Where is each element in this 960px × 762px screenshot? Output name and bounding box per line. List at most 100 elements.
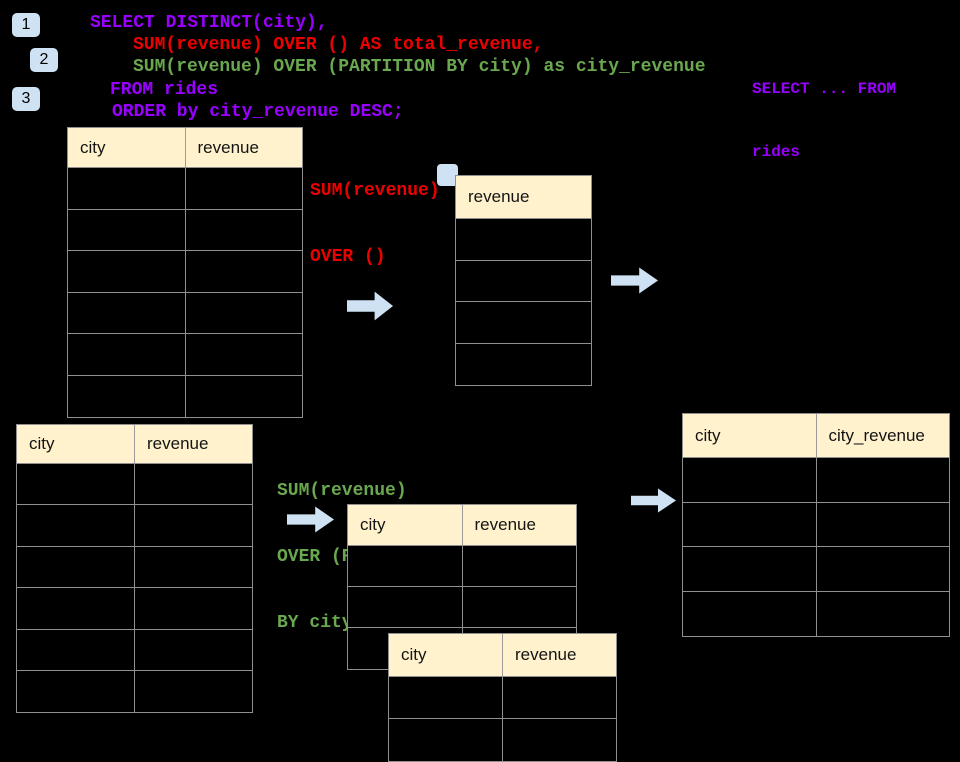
table-cell — [134, 464, 252, 505]
table-cell — [456, 302, 591, 343]
table-cell — [184, 375, 303, 417]
table-cell — [134, 546, 252, 588]
table-cell — [389, 719, 502, 761]
table-row — [17, 588, 252, 630]
table-cell — [461, 587, 577, 627]
table-row — [68, 292, 303, 334]
column-header: revenue — [502, 634, 616, 676]
table-cell — [184, 251, 303, 292]
column-header: city — [80, 137, 106, 157]
table-row — [389, 677, 616, 719]
annotation-line: SUM(revenue) — [277, 481, 407, 501]
right-arrow-icon — [611, 267, 658, 294]
table-row — [683, 591, 950, 637]
table-cell — [683, 458, 816, 502]
table-cell — [502, 719, 616, 761]
table-cell — [815, 502, 950, 546]
table-row — [17, 546, 252, 589]
table-cell — [815, 547, 950, 591]
sql-line-order-by: ORDER by city_revenue DESC; — [112, 102, 404, 122]
table-row — [348, 546, 576, 587]
table-cell — [68, 251, 185, 292]
table-row — [683, 502, 950, 547]
column-header: revenue — [134, 425, 252, 463]
table-cell — [461, 546, 577, 586]
annotation-line: SUM(revenue) — [310, 181, 440, 201]
annotation-sum-over-all: SUM(revenue) OVER () — [310, 136, 440, 290]
table-header-row: city revenue — [389, 634, 616, 677]
right-arrow-icon — [347, 291, 393, 321]
table-cell — [348, 587, 462, 627]
sql-line-total-revenue: SUM(revenue) OVER () AS total_revenue, — [133, 35, 544, 55]
step-badge-1: 1 — [12, 13, 40, 37]
table-row — [17, 629, 252, 671]
table-cell — [456, 219, 591, 260]
side-note-line1: SELECT ... FROM — [752, 80, 897, 98]
column-header: city — [360, 515, 386, 534]
slide-canvas: { "badges": [ {"label": "1"}, {"label": … — [12, 13, 950, 762]
table-row — [389, 719, 616, 761]
column-header: city — [695, 425, 721, 445]
table-row — [68, 334, 302, 376]
sql-line-from: FROM rides — [110, 80, 219, 100]
table-header-row: revenue — [456, 176, 591, 219]
table-row — [68, 375, 303, 418]
table-row — [456, 219, 591, 261]
column-header: city — [401, 645, 427, 664]
column-header: city — [29, 434, 55, 453]
table-row — [17, 670, 252, 713]
table-row — [17, 505, 252, 547]
right-arrow-icon — [631, 488, 676, 513]
table-revenue-only: revenue — [455, 175, 592, 386]
table-cell — [68, 293, 185, 334]
table-cell — [17, 588, 134, 628]
annotation-line: OVER () — [310, 247, 386, 267]
table-row — [456, 344, 591, 386]
table-result-city-revenue: city city_revenue — [682, 413, 950, 637]
table-cell — [502, 677, 616, 718]
table-cell — [389, 677, 502, 718]
table-partition-overlay: city revenue — [388, 633, 617, 762]
table-row — [68, 209, 302, 251]
step-badge-3: 3 — [12, 87, 40, 111]
table-cell — [184, 168, 303, 209]
table-cell — [17, 671, 134, 712]
table-cell — [68, 210, 185, 251]
table-cell — [134, 505, 252, 546]
table-cell — [68, 376, 185, 418]
table-cell — [68, 334, 185, 375]
sql-line-select: SELECT DISTINCT(city), — [90, 13, 328, 33]
table-row — [68, 251, 302, 293]
table-row — [456, 302, 591, 344]
table-row — [456, 261, 591, 302]
table-cell — [17, 630, 134, 670]
table-cell — [184, 334, 303, 375]
table-cell — [134, 629, 252, 670]
table-row — [17, 464, 252, 506]
table-cell — [456, 344, 591, 386]
blue-notch-shape — [437, 164, 458, 186]
table-cell — [134, 588, 252, 629]
table-cell — [184, 292, 303, 333]
table-cell — [815, 591, 950, 636]
table-cell — [17, 464, 134, 504]
table-cell — [134, 670, 252, 713]
table-cell — [68, 168, 185, 209]
table-source-bottom: city revenue — [16, 424, 253, 714]
table-cell — [348, 546, 462, 586]
side-note-line2: rides — [752, 143, 801, 161]
table-row — [683, 458, 949, 503]
table-cell — [17, 505, 134, 545]
table-cell — [683, 547, 816, 591]
sql-line-city-revenue: SUM(revenue) OVER (PARTITION BY city) as… — [133, 57, 706, 77]
step-badge-2: 2 — [30, 48, 58, 72]
table-cell — [17, 547, 134, 587]
table-cell — [456, 261, 591, 302]
side-note-select-from-rides: SELECT ... FROM rides — [752, 37, 896, 184]
table-row — [683, 547, 949, 592]
table-cell — [683, 592, 816, 637]
column-header: city_revenue — [815, 414, 950, 457]
column-header: revenue — [468, 187, 530, 206]
